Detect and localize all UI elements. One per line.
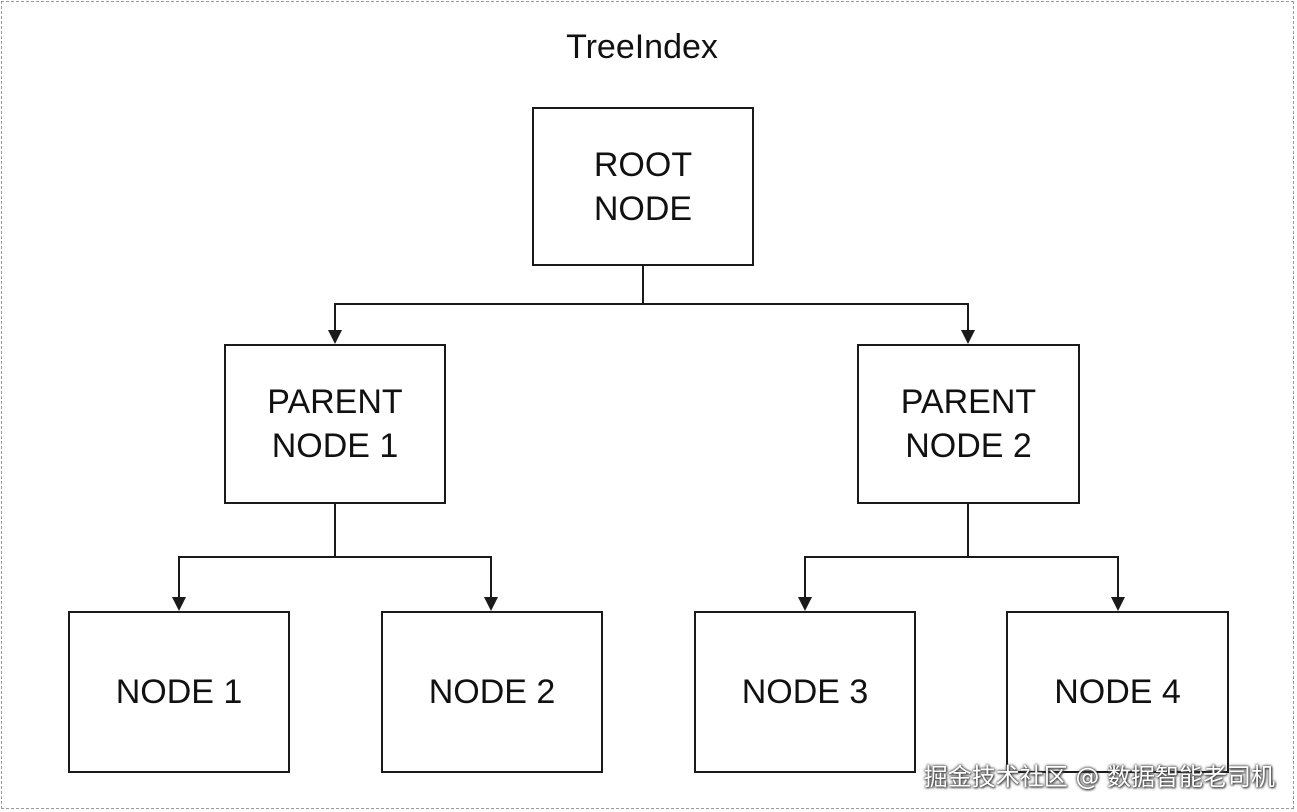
leaf-node-2: NODE 2	[381, 611, 603, 773]
leaf-node-1: NODE 1	[68, 611, 290, 773]
leaf-node-4: NODE 4	[1006, 611, 1229, 773]
arrowhead-parent1	[328, 330, 342, 344]
edge-parent1-node1	[178, 504, 336, 599]
leaf-node-3: NODE 3	[694, 611, 916, 773]
diagram-title: TreeIndex	[566, 28, 718, 66]
arrowhead-node2	[484, 597, 498, 611]
edge-root-parent1	[334, 266, 644, 332]
root-node: ROOT NODE	[532, 107, 754, 266]
edge-parent2-node3	[804, 504, 969, 599]
parent-node-1: PARENT NODE 1	[224, 344, 446, 504]
edge-parent2-node4	[968, 556, 1119, 599]
parent-node-2: PARENT NODE 2	[857, 344, 1080, 504]
arrowhead-node3	[798, 597, 812, 611]
arrowhead-node4	[1111, 597, 1125, 611]
watermark: 掘金技术社区 @ 数据智能老司机	[923, 763, 1275, 791]
arrowhead-parent2	[961, 330, 975, 344]
edge-parent1-node2	[335, 556, 492, 599]
arrowhead-node1	[172, 597, 186, 611]
edge-root-parent2	[643, 303, 969, 332]
